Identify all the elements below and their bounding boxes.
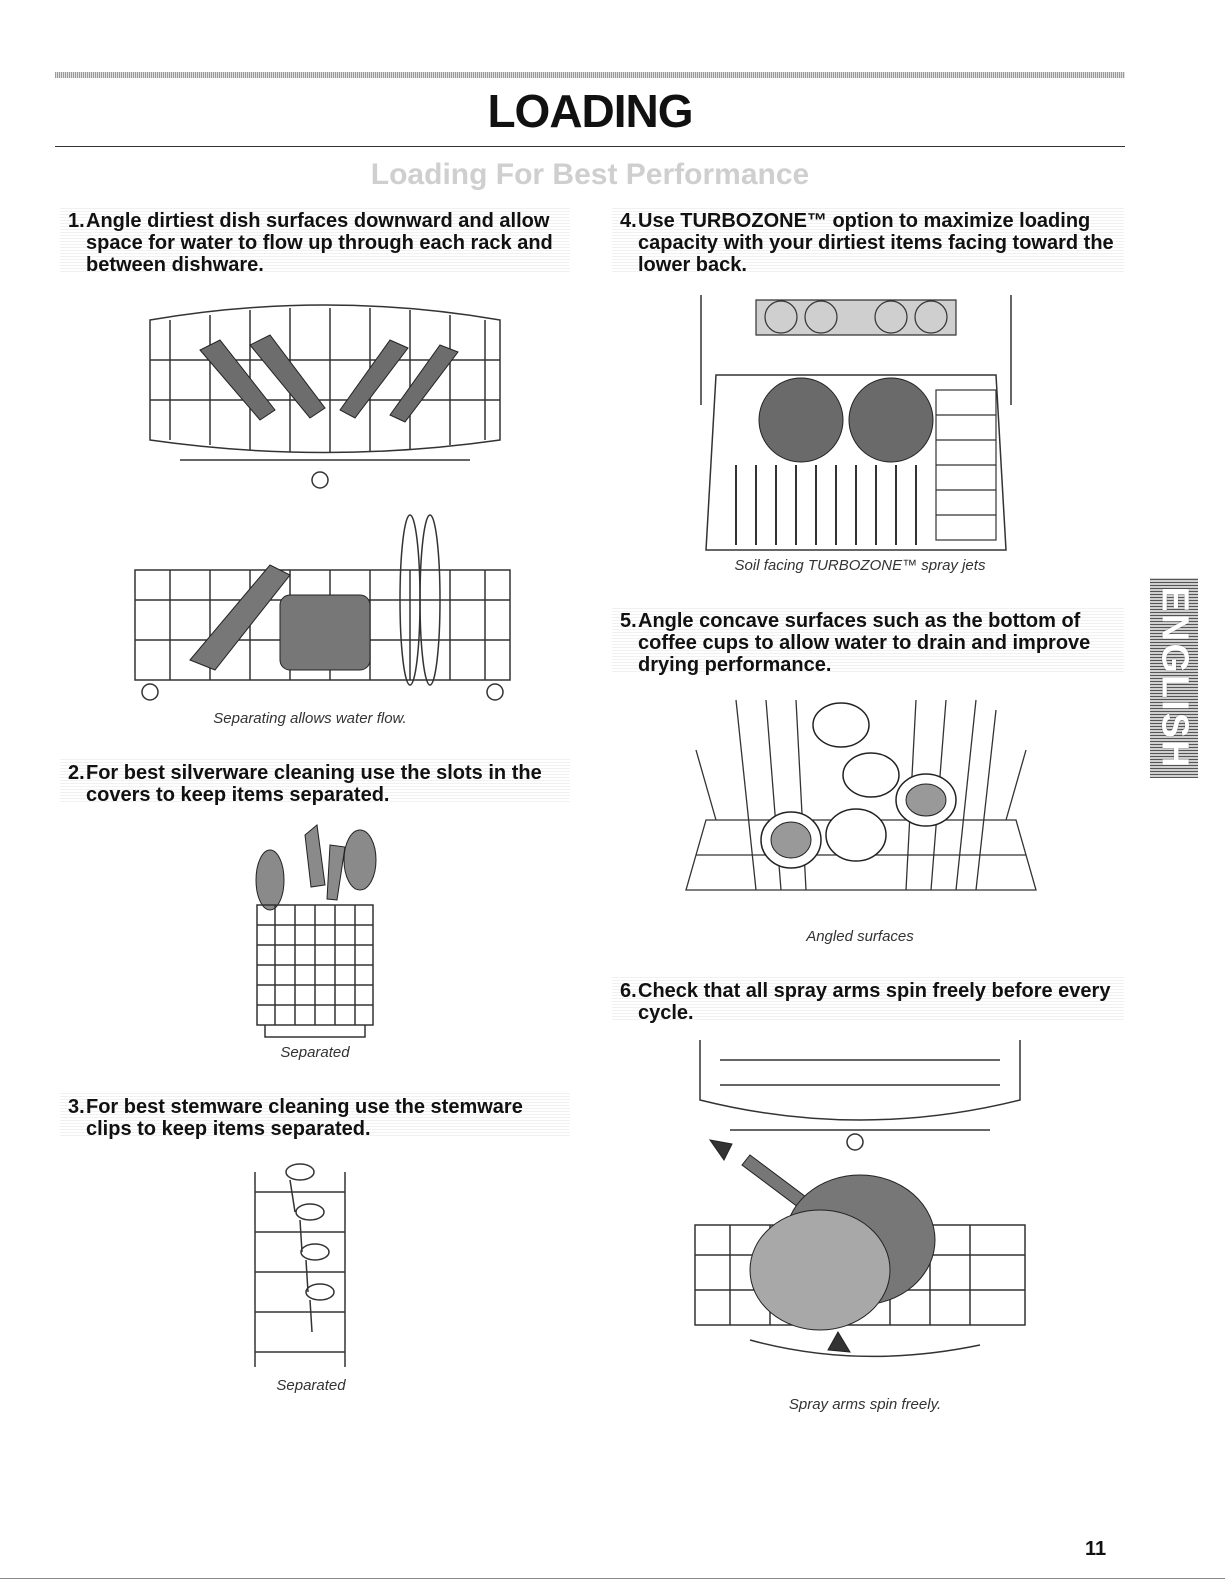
title-rule [55,146,1125,147]
step-2-caption: Separated [280,1044,350,1061]
upper-rack-dishes-illustration [149,304,501,489]
step-2: 2. For best silverware cleaning use the … [60,758,570,806]
stemware-clips-illustration [254,1163,346,1367]
silverware-basket-illustration [255,824,377,1038]
step-5-number: 5. [620,610,637,632]
lower-rack-pans-illustration [134,514,511,701]
step-5: 5. Angle concave surfaces such as the bo… [612,606,1124,676]
step-4-text: Use TURBOZONE™ option to maximize loadin… [638,210,1114,276]
step-2-text: For best silverware cleaning use the slo… [86,762,542,806]
step-4-caption: Soil facing TURBOZONE™ spray jets [734,557,986,574]
step-1-text: Angle dirtiest dish surfaces downward an… [86,210,553,276]
language-side-tab: ENGLISH [1150,578,1198,778]
bottom-rule [0,1578,1225,1579]
step-4-number: 4. [620,210,637,232]
step-3: 3. For best stemware cleaning use the st… [60,1092,570,1140]
step-1: 1. Angle dirtiest dish surfaces downward… [60,206,570,276]
step-6-number: 6. [620,980,637,1002]
step-5-text: Angle concave surfaces such as the botto… [638,610,1091,676]
spray-arms-illustration [694,1040,1026,1358]
step-3-text: For best stemware cleaning use the stemw… [86,1096,523,1140]
step-3-caption: Separated [276,1377,346,1394]
turbozone-rack-illustration [700,295,1012,551]
page-title: LOADING [487,85,693,137]
step-6-caption: Spray arms spin freely. [788,1396,942,1413]
step-2-number: 2. [68,762,85,784]
step-6: 6. Check that all spray arms spin freely… [612,976,1124,1024]
top-dotted-rule [55,72,1125,78]
language-side-tab-label: ENGLISH [1153,586,1196,770]
step-4: 4. Use TURBOZONE™ option to maximize loa… [612,206,1124,276]
step-6-text: Check that all spray arms spin freely be… [638,980,1111,1024]
step-3-number: 3. [68,1096,85,1118]
angled-cups-rack-illustration [685,699,1037,891]
section-subtitle: Loading For Best Performance [370,158,810,191]
step-1-caption: Separating allows water flow. [213,710,407,727]
step-5-caption: Angled surfaces [806,928,914,945]
page-number: 11 [1085,1538,1107,1560]
step-1-number: 1. [68,210,85,232]
